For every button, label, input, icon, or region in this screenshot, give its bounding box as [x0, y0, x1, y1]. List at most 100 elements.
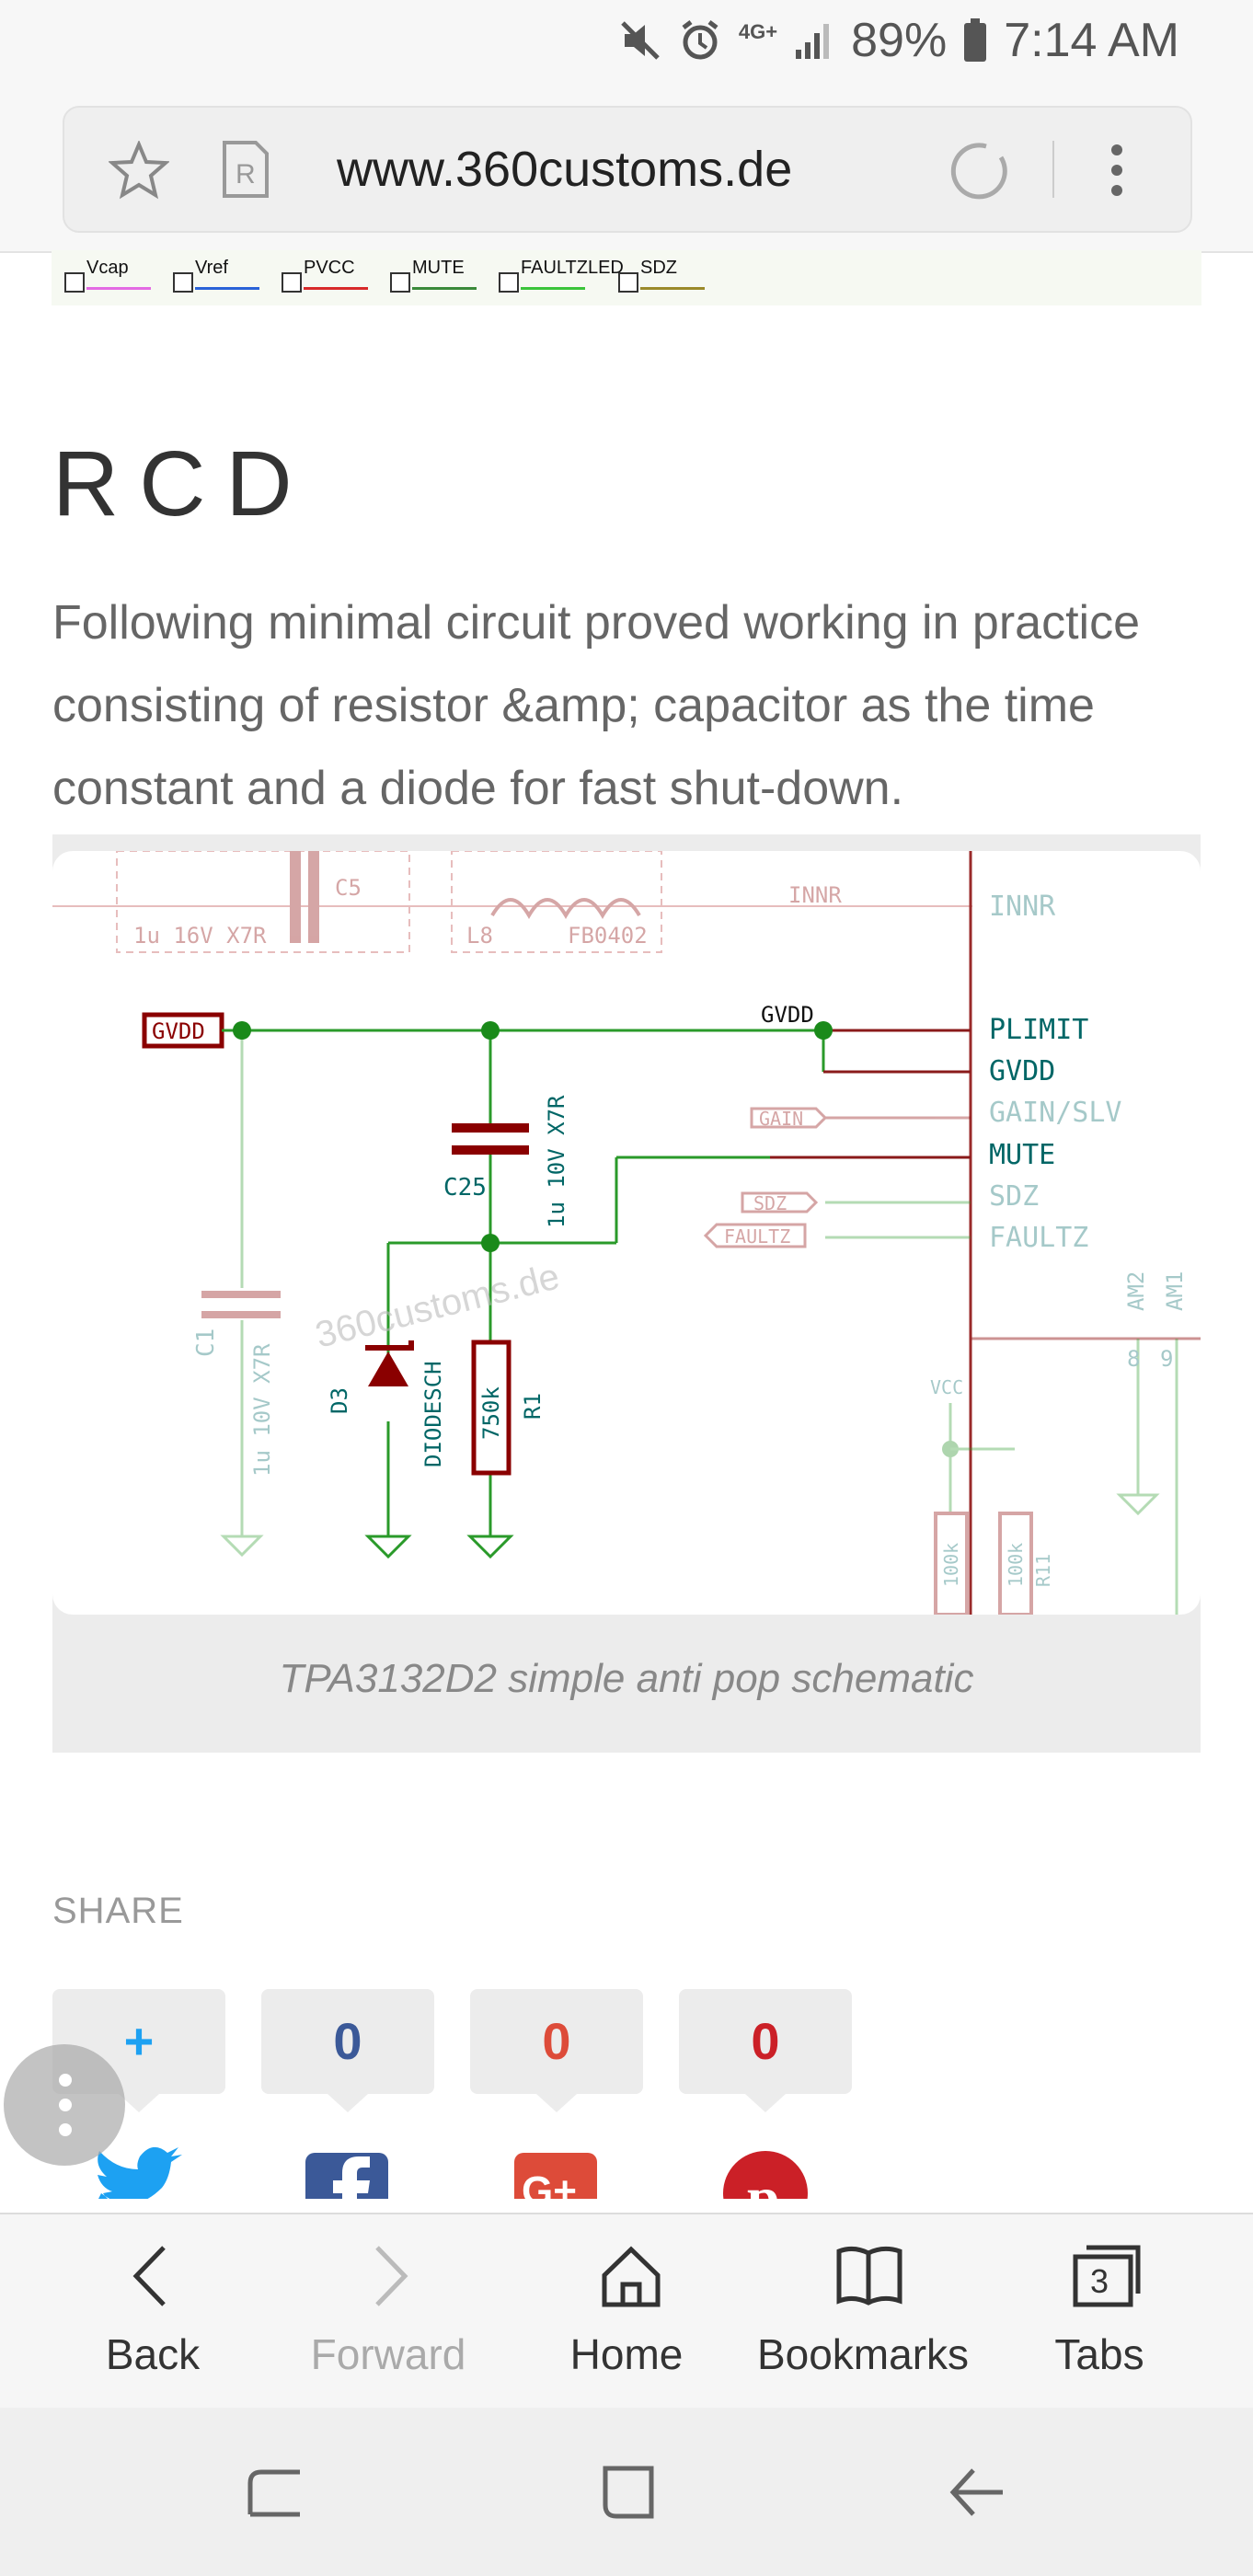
mute-icon [621, 21, 660, 60]
l8-label: L8 [466, 923, 493, 949]
c25-symbol [452, 1123, 529, 1133]
svg-text:p: p [747, 2165, 780, 2199]
legend-swatch [86, 287, 151, 290]
tabs-icon [1073, 2245, 1141, 2307]
pin8-label: 8 [1127, 1346, 1140, 1372]
bookmark-star-icon[interactable] [109, 141, 169, 200]
home-icon [602, 2246, 661, 2307]
legend-swatch [412, 287, 477, 290]
facebook-share-count[interactable]: 0 [261, 1989, 434, 2112]
pin9-label: 9 [1160, 1346, 1173, 1372]
r11-label: R11 [1032, 1554, 1054, 1587]
svg-text:R: R [236, 159, 256, 190]
schematic-image[interactable]: C5 1u 16V X7R L8 FB0402 INNR INNR GVDD [52, 851, 1201, 1615]
figure-caption: TPA3132D2 simple anti pop schematic [279, 1656, 974, 1701]
c25-value: 1u 10V X7R [544, 1095, 569, 1228]
r1-value: 750k [478, 1386, 504, 1440]
floating-menu-button[interactable] [4, 2044, 125, 2166]
legend-checkbox [282, 272, 302, 293]
recent-apps-icon[interactable] [247, 2465, 305, 2520]
back-label: Back [105, 2330, 201, 2378]
status-bar: 4G+ 89% 7:14 AM [0, 0, 1253, 87]
browser-bottom-nav: Back Forward Home Bookmarks 3 Tabs [0, 2213, 1253, 2409]
d3-value: DIODESCH [420, 1361, 446, 1467]
legend-swatch [521, 287, 585, 290]
c5-value: 1u 16V X7R [133, 923, 267, 949]
home-system-icon[interactable] [598, 2465, 657, 2520]
pinterest-share-count[interactable]: 0 [679, 1989, 852, 2112]
battery-icon [964, 18, 987, 62]
reload-icon[interactable] [948, 139, 1012, 203]
am2-label: AM2 [1123, 1271, 1149, 1311]
url-text[interactable]: www.360customs.de [337, 142, 793, 197]
r1-symbol [471, 1340, 512, 1476]
watermark: 360customs.de [312, 1256, 564, 1355]
bookmarks-label: Bookmarks [756, 2330, 970, 2378]
c1-label: C1 [192, 1328, 220, 1357]
google-plus-icon[interactable]: G+ [511, 2144, 603, 2199]
d3-label: D3 [327, 1387, 352, 1414]
legend-checkbox [618, 272, 638, 293]
legend-label: Vref [195, 258, 228, 278]
legend-label: MUTE [412, 258, 465, 278]
legend-swatch [640, 287, 705, 290]
legend-label: PVCC [304, 258, 355, 278]
legend-swatch [195, 287, 259, 290]
net-label-innr: INNR [788, 882, 842, 908]
svg-text:G+: G+ [522, 2168, 577, 2199]
home-label: Home [569, 2330, 684, 2378]
pin-sdz: SDZ [989, 1180, 1039, 1213]
back-system-icon[interactable] [948, 2465, 1006, 2520]
share-label: SHARE [52, 1891, 184, 1931]
r1-label: R1 [520, 1393, 546, 1420]
sdz-tag-label: SDZ [753, 1192, 787, 1214]
reader-mode-icon[interactable]: R [221, 139, 270, 200]
c5-label: C5 [335, 875, 362, 901]
schematic-figure: C5 1u 16V X7R L8 FB0402 INNR INNR GVDD [52, 834, 1201, 1753]
ground-symbol [364, 1535, 412, 1559]
address-bar[interactable]: R www.360customs.de [63, 106, 1192, 233]
r-b-value: 100k [1005, 1543, 1027, 1587]
pin-plimit: PLIMIT [989, 1014, 1088, 1046]
status-icons: 4G+ 89% 7:14 AM [619, 13, 1179, 68]
chevron-right-icon [375, 2246, 408, 2306]
r-a-value: 100k [940, 1543, 962, 1587]
am1-label: AM1 [1162, 1271, 1188, 1311]
pin-faultz: FAULTZ [989, 1222, 1088, 1254]
facebook-icon[interactable] [304, 2144, 396, 2199]
vcc-label: VCC [930, 1376, 963, 1398]
bookmarks-icon [836, 2246, 902, 2306]
faultz-tag-label: FAULTZ [724, 1225, 790, 1248]
pin-gvdd: GVDD [989, 1055, 1055, 1087]
pin-mute: MUTE [989, 1139, 1055, 1171]
c1-value: 1u 10V X7R [249, 1343, 275, 1477]
google-plus-share-count[interactable]: 0 [470, 1989, 643, 2112]
pinterest-icon[interactable]: p [719, 2144, 811, 2199]
chevron-left-icon [132, 2246, 166, 2306]
forward-label: Forward [310, 2330, 466, 2378]
tabs-button[interactable]: 3 Tabs [989, 2214, 1210, 2409]
clock: 7:14 AM [1004, 14, 1179, 67]
l8-box [451, 851, 662, 953]
signal-icon [796, 24, 830, 59]
twitter-icon[interactable] [94, 2144, 186, 2199]
gain-tag-label: GAIN [759, 1108, 803, 1130]
article-paragraph: Following minimal circuit proved working… [52, 596, 1140, 815]
more-options-icon[interactable] [1109, 143, 1124, 198]
c25-label: C25 [443, 1174, 487, 1202]
tabs-label: Tabs [1054, 2330, 1144, 2378]
bookmarks-button[interactable]: Bookmarks [753, 2214, 973, 2409]
back-button[interactable]: Back [42, 2214, 263, 2409]
pin-innr: INNR [989, 891, 1056, 923]
c5-box [116, 851, 410, 953]
network-type: 4G+ [738, 20, 778, 43]
section-heading: RCD [52, 432, 313, 535]
alarm-icon [682, 20, 718, 60]
home-button[interactable]: Home [516, 2214, 737, 2409]
legend-checkbox [64, 272, 85, 293]
legend-label: SDZ [640, 258, 677, 278]
forward-button[interactable]: Forward [278, 2214, 499, 2409]
legend-label: Vcap [86, 258, 129, 278]
ground-symbol [466, 1535, 514, 1559]
legend-swatch [304, 287, 368, 290]
